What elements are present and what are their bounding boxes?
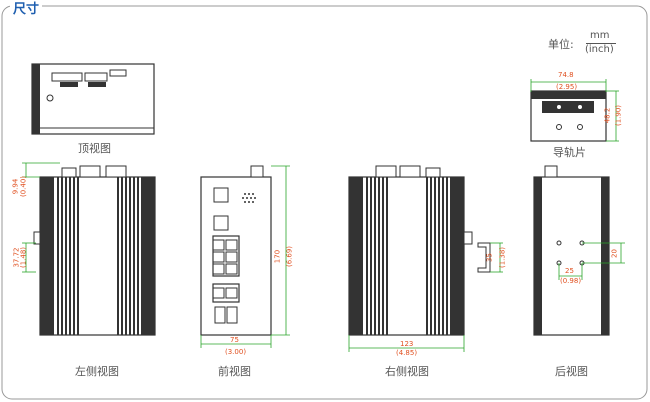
unit-mm: mm — [590, 30, 610, 41]
section-title: 尺寸 — [10, 0, 43, 17]
left-view-label: 左侧视图 — [75, 365, 119, 378]
top-view-drawing — [31, 63, 155, 135]
right-view-label: 右侧视图 — [385, 365, 429, 378]
right-width-inch-dim: (4.85) — [396, 349, 418, 357]
front-height-dim: 170 — [273, 249, 282, 264]
front-view-label: 前视图 — [218, 365, 251, 378]
rail-view-drawing — [530, 79, 619, 142]
left-top-dim: 9.94 — [11, 178, 20, 195]
left-top-inch-dim: (0.40) — [19, 175, 28, 198]
unit-inch: (inch) — [585, 44, 614, 55]
front-width-dim: 75 — [230, 336, 239, 344]
rail-height-inch-dim: (1.90) — [614, 104, 623, 127]
unit-label: 单位: — [548, 38, 574, 51]
top-view-label: 顶视图 — [78, 142, 111, 155]
rail-view-label: 导轨片 — [553, 146, 586, 159]
right-clip-dim: 35 — [485, 253, 494, 262]
right-view-drawing — [348, 165, 503, 352]
front-width-inch-dim: (3.00) — [225, 348, 247, 356]
rail-width-inch-dim: (2.95) — [556, 83, 578, 91]
rail-width-dim: 74.8 — [558, 71, 574, 79]
back-view-drawing — [533, 165, 625, 336]
unit-divider — [586, 43, 616, 44]
left-view-drawing — [22, 162, 156, 336]
front-view-drawing — [200, 165, 290, 348]
back-view-label: 后视图 — [555, 365, 588, 378]
left-mid-inch-dim: (1.48) — [19, 246, 28, 269]
front-height-inch-dim: (6.69) — [285, 245, 294, 268]
back-width-inch-dim: (0.98) — [560, 277, 582, 285]
back-width-dim: 25 — [565, 267, 574, 275]
back-height-dim: 20 — [610, 249, 619, 258]
right-clip-inch-dim: (1.38) — [498, 246, 507, 269]
rail-height-dim: 48.2 — [603, 107, 612, 124]
right-width-dim: 123 — [400, 340, 414, 348]
